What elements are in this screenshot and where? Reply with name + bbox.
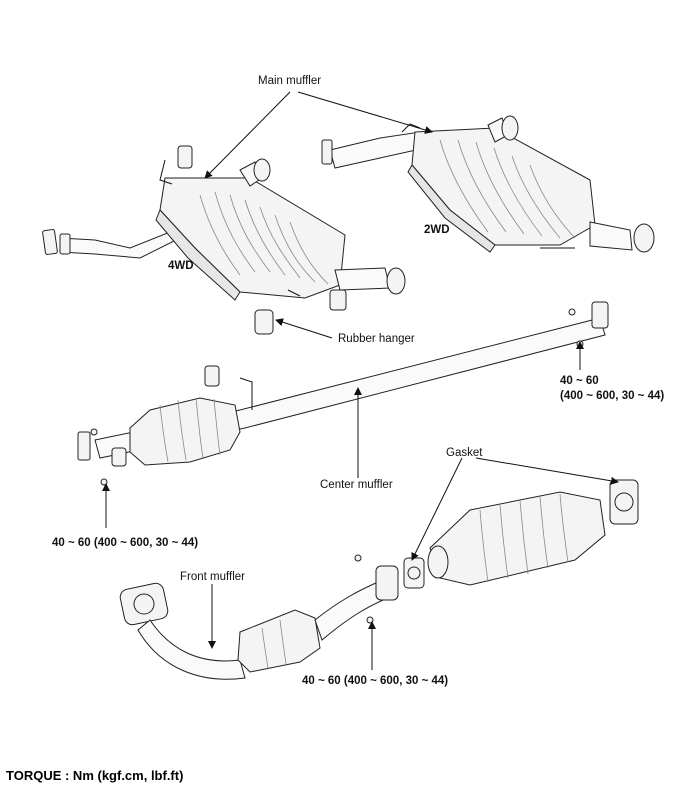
torque-value-right-line1: 40 ~ 60 xyxy=(560,375,599,387)
torque-units-footer: TORQUE : Nm (kgf.cm, lbf.ft) xyxy=(6,768,184,783)
torque-value-left: 40 ~ 60 (400 ~ 600, 30 ~ 44) xyxy=(52,537,198,549)
label-2wd: 2WD xyxy=(424,224,450,236)
main-muffler-2wd xyxy=(321,115,655,253)
label-front-muffler: Front muffler xyxy=(180,571,245,583)
center-muffler xyxy=(77,301,609,486)
front-muffler xyxy=(119,554,399,680)
torque-value-bottom: 40 ~ 60 (400 ~ 600, 30 ~ 44) xyxy=(302,675,448,687)
label-center-muffler: Center muffler xyxy=(320,479,393,491)
rubber-hanger xyxy=(254,309,274,335)
label-rubber-hanger: Rubber hanger xyxy=(338,333,415,345)
label-4wd: 4WD xyxy=(168,260,194,272)
leader-lines xyxy=(102,91,619,670)
main-muffler-4wd xyxy=(42,145,406,311)
torque-value-right-line2: (400 ~ 600, 30 ~ 44) xyxy=(560,390,664,402)
label-main-muffler: Main muffler xyxy=(258,75,321,87)
label-gasket: Gasket xyxy=(446,447,483,459)
catalytic-converter xyxy=(403,479,639,589)
